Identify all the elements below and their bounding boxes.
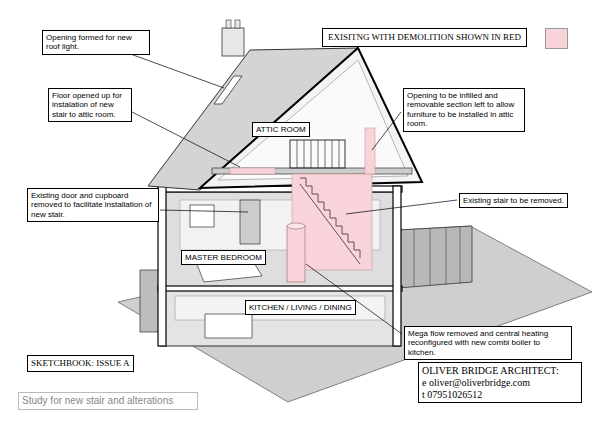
room-label: MASTER BEDROOM xyxy=(181,250,266,265)
note-text: Mega flow removed and central heating re… xyxy=(408,329,568,357)
leader-line xyxy=(125,52,224,88)
chimney xyxy=(222,28,244,56)
existing-stair xyxy=(300,178,360,258)
note-text: Opening to be infilled and removable sec… xyxy=(407,91,521,129)
room-label: KITCHEN / LIVING / DINING xyxy=(245,300,356,315)
callout-note: Floor opened up for instalation of new s… xyxy=(48,88,132,122)
note-text: KITCHEN / LIVING / DINING xyxy=(249,303,352,312)
demolition-floor-opening xyxy=(230,168,275,174)
leader-line xyxy=(160,210,248,212)
title-block: OLIVER BRIDGE ARCHITECT:e oliver@oliverb… xyxy=(418,362,582,403)
worktop xyxy=(205,314,252,338)
demolition-infill xyxy=(365,128,375,174)
right-wall xyxy=(393,186,401,346)
callout-note: Mega flow removed and central heating re… xyxy=(404,326,572,360)
caption-box: Study for new stair and alterations xyxy=(18,392,198,410)
room-label: ATTIC ROOM xyxy=(252,122,310,137)
gable-section xyxy=(200,48,422,188)
callout-note: Opening to be infilled and removable sec… xyxy=(403,88,525,132)
fireplace xyxy=(190,205,214,227)
legend-swatch xyxy=(545,28,568,49)
cupboard xyxy=(240,200,260,244)
leader-line xyxy=(372,112,401,150)
note-text: MASTER BEDROOM xyxy=(185,253,262,262)
note-text: Floor opened up for instalation of new s… xyxy=(52,91,128,119)
callout-note: Existing stair to be removed. xyxy=(459,193,568,208)
callout-note: Opening formed for new roof light. xyxy=(42,30,150,55)
note-text: OLIVER BRIDGE ARCHITECT: xyxy=(422,365,578,377)
chimney-pot xyxy=(226,20,231,28)
note-text: Existing stair to be removed. xyxy=(463,196,564,205)
glazed-extension xyxy=(398,226,472,288)
megaflow-cylinder xyxy=(287,226,305,282)
roof-light xyxy=(214,76,242,104)
mullions xyxy=(414,227,460,287)
note-text: ATTIC ROOM xyxy=(256,125,306,134)
ground-floor-slab xyxy=(158,286,402,291)
attic-floor xyxy=(212,168,412,174)
issue-label: SKETCHBOOK: ISSUE A xyxy=(27,355,134,372)
attic-back-wall xyxy=(218,60,408,180)
note-text: t 07951026512 xyxy=(422,389,578,401)
ground-floor xyxy=(160,290,400,346)
legend-text: EXISITNG WITH DEMOLITION SHOWN IN RED xyxy=(327,32,522,43)
note-text: e oliver@oliverbridge.com xyxy=(422,377,578,389)
stair-stringer xyxy=(300,184,360,264)
note-text: Opening formed for new roof light. xyxy=(46,33,146,52)
balusters xyxy=(297,140,339,168)
chimney-pot xyxy=(235,20,240,28)
callout-note: Existing door and cupboard removed to fa… xyxy=(27,188,159,222)
leader-line xyxy=(132,112,240,167)
note-text: Existing door and cupboard removed to fa… xyxy=(31,191,155,219)
caption-text: Study for new stair and alterations xyxy=(22,395,194,407)
balustrade xyxy=(290,140,345,168)
leader-line xyxy=(346,200,457,214)
cylinder-top xyxy=(287,223,305,229)
note-text: SKETCHBOOK: ISSUE A xyxy=(31,358,130,369)
legend-box: EXISITNG WITH DEMOLITION SHOWN IN RED xyxy=(322,28,527,47)
leader-line xyxy=(306,264,402,334)
